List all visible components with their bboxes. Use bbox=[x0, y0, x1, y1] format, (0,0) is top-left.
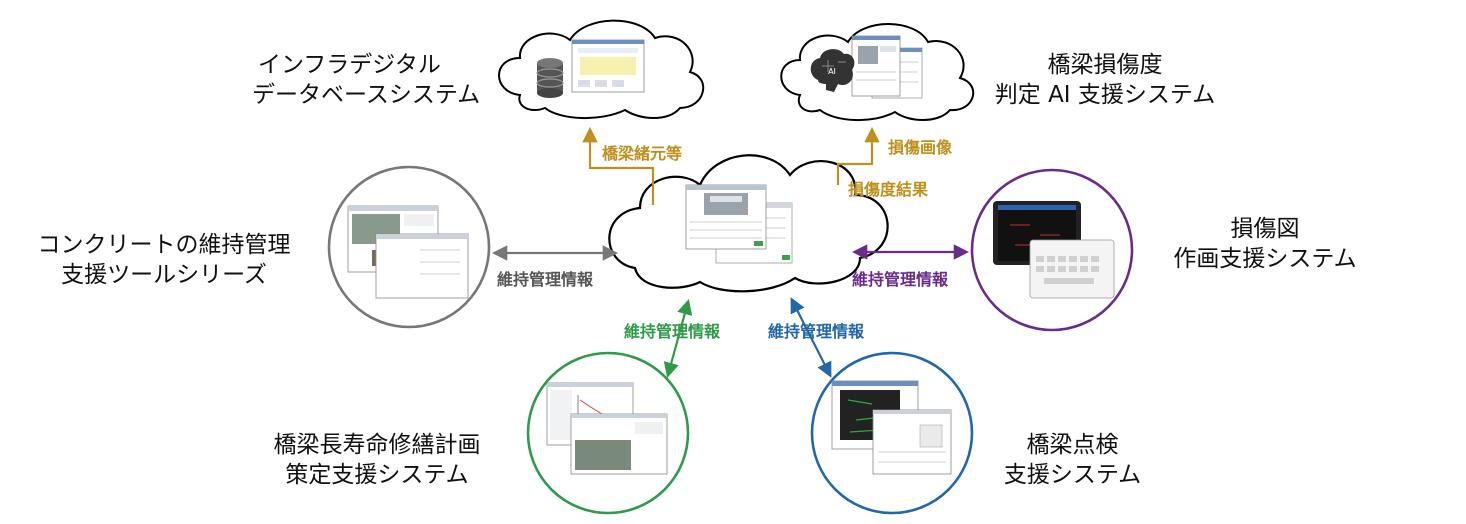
concrete-screen-back bbox=[375, 233, 469, 299]
inspection-circle bbox=[810, 351, 974, 515]
infra-db-label: インフラデジタル データベースシステム bbox=[252, 50, 482, 110]
database-icon bbox=[536, 58, 564, 98]
drawing-label-line1: 損傷図 bbox=[1230, 216, 1300, 242]
infra-db-screen bbox=[571, 39, 645, 93]
drawing-label-line2: 作画支援システム bbox=[1173, 246, 1357, 272]
inspection-label-line2: 支援システム bbox=[1003, 462, 1142, 488]
ai-brain-icon bbox=[810, 49, 855, 92]
damage-image-arrow-label: 損傷画像 bbox=[888, 138, 953, 157]
ai-badge: AI bbox=[828, 67, 836, 76]
drawing-keyboard bbox=[1029, 239, 1115, 299]
infra-db-label-line1: インフラデジタル bbox=[258, 52, 441, 78]
lifespan-label: 橋梁長寿命修繕計画 策定支援システム bbox=[262, 430, 492, 490]
left-arrow-label: 維持管理情報 bbox=[497, 270, 594, 289]
lifespan-label-line1: 橋梁長寿命修繕計画 bbox=[273, 432, 481, 458]
damage-result-arrow-label: 損傷度結果 bbox=[848, 180, 929, 199]
center-screen-front bbox=[685, 184, 767, 250]
inspection-label: 橋梁点検 支援システム bbox=[990, 430, 1155, 490]
ai-label: 橋梁損傷度 判定 AI 支援システム bbox=[980, 50, 1230, 110]
inspection-screen-front bbox=[872, 409, 952, 475]
lifespan-circle bbox=[526, 351, 690, 515]
drawing-label: 損傷図 作画支援システム bbox=[1155, 214, 1375, 274]
lifespan-label-line2: 策定支援システム bbox=[285, 462, 469, 488]
concrete-label: コンクリートの維持管理 支援ツールシリーズ bbox=[18, 230, 310, 290]
concrete-label-line1: コンクリートの維持管理 bbox=[37, 232, 291, 258]
concrete-label-line2: 支援ツールシリーズ bbox=[61, 262, 267, 288]
bottom-left-arrow-label: 維持管理情報 bbox=[624, 322, 721, 341]
specs-arrow-label: 橋梁緒元等 bbox=[602, 144, 683, 163]
infra-db-label-line2: データベースシステム bbox=[252, 82, 481, 108]
ai-label-line1: 橋梁損傷度 bbox=[1047, 52, 1163, 78]
ai-screen-front bbox=[851, 35, 901, 97]
ai-cloud bbox=[780, 23, 975, 121]
concrete-circle bbox=[327, 165, 491, 329]
bottom-right-arrow-label: 維持管理情報 bbox=[768, 322, 865, 341]
bottom-left-arrow bbox=[663, 299, 693, 378]
center-cloud bbox=[608, 154, 889, 293]
specs-arrow bbox=[582, 126, 655, 205]
inspection-label-line1: 橋梁点検 bbox=[1026, 432, 1119, 458]
damage-image-arrow bbox=[836, 126, 880, 185]
lifespan-screen-front bbox=[570, 413, 668, 475]
ai-label-line2: 判定 AI 支援システム bbox=[994, 82, 1216, 108]
bottom-right-arrow bbox=[790, 297, 832, 378]
infra-db-cloud bbox=[498, 19, 705, 119]
right-arrow-label: 維持管理情報 bbox=[852, 270, 949, 289]
drawing-circle bbox=[970, 168, 1134, 332]
